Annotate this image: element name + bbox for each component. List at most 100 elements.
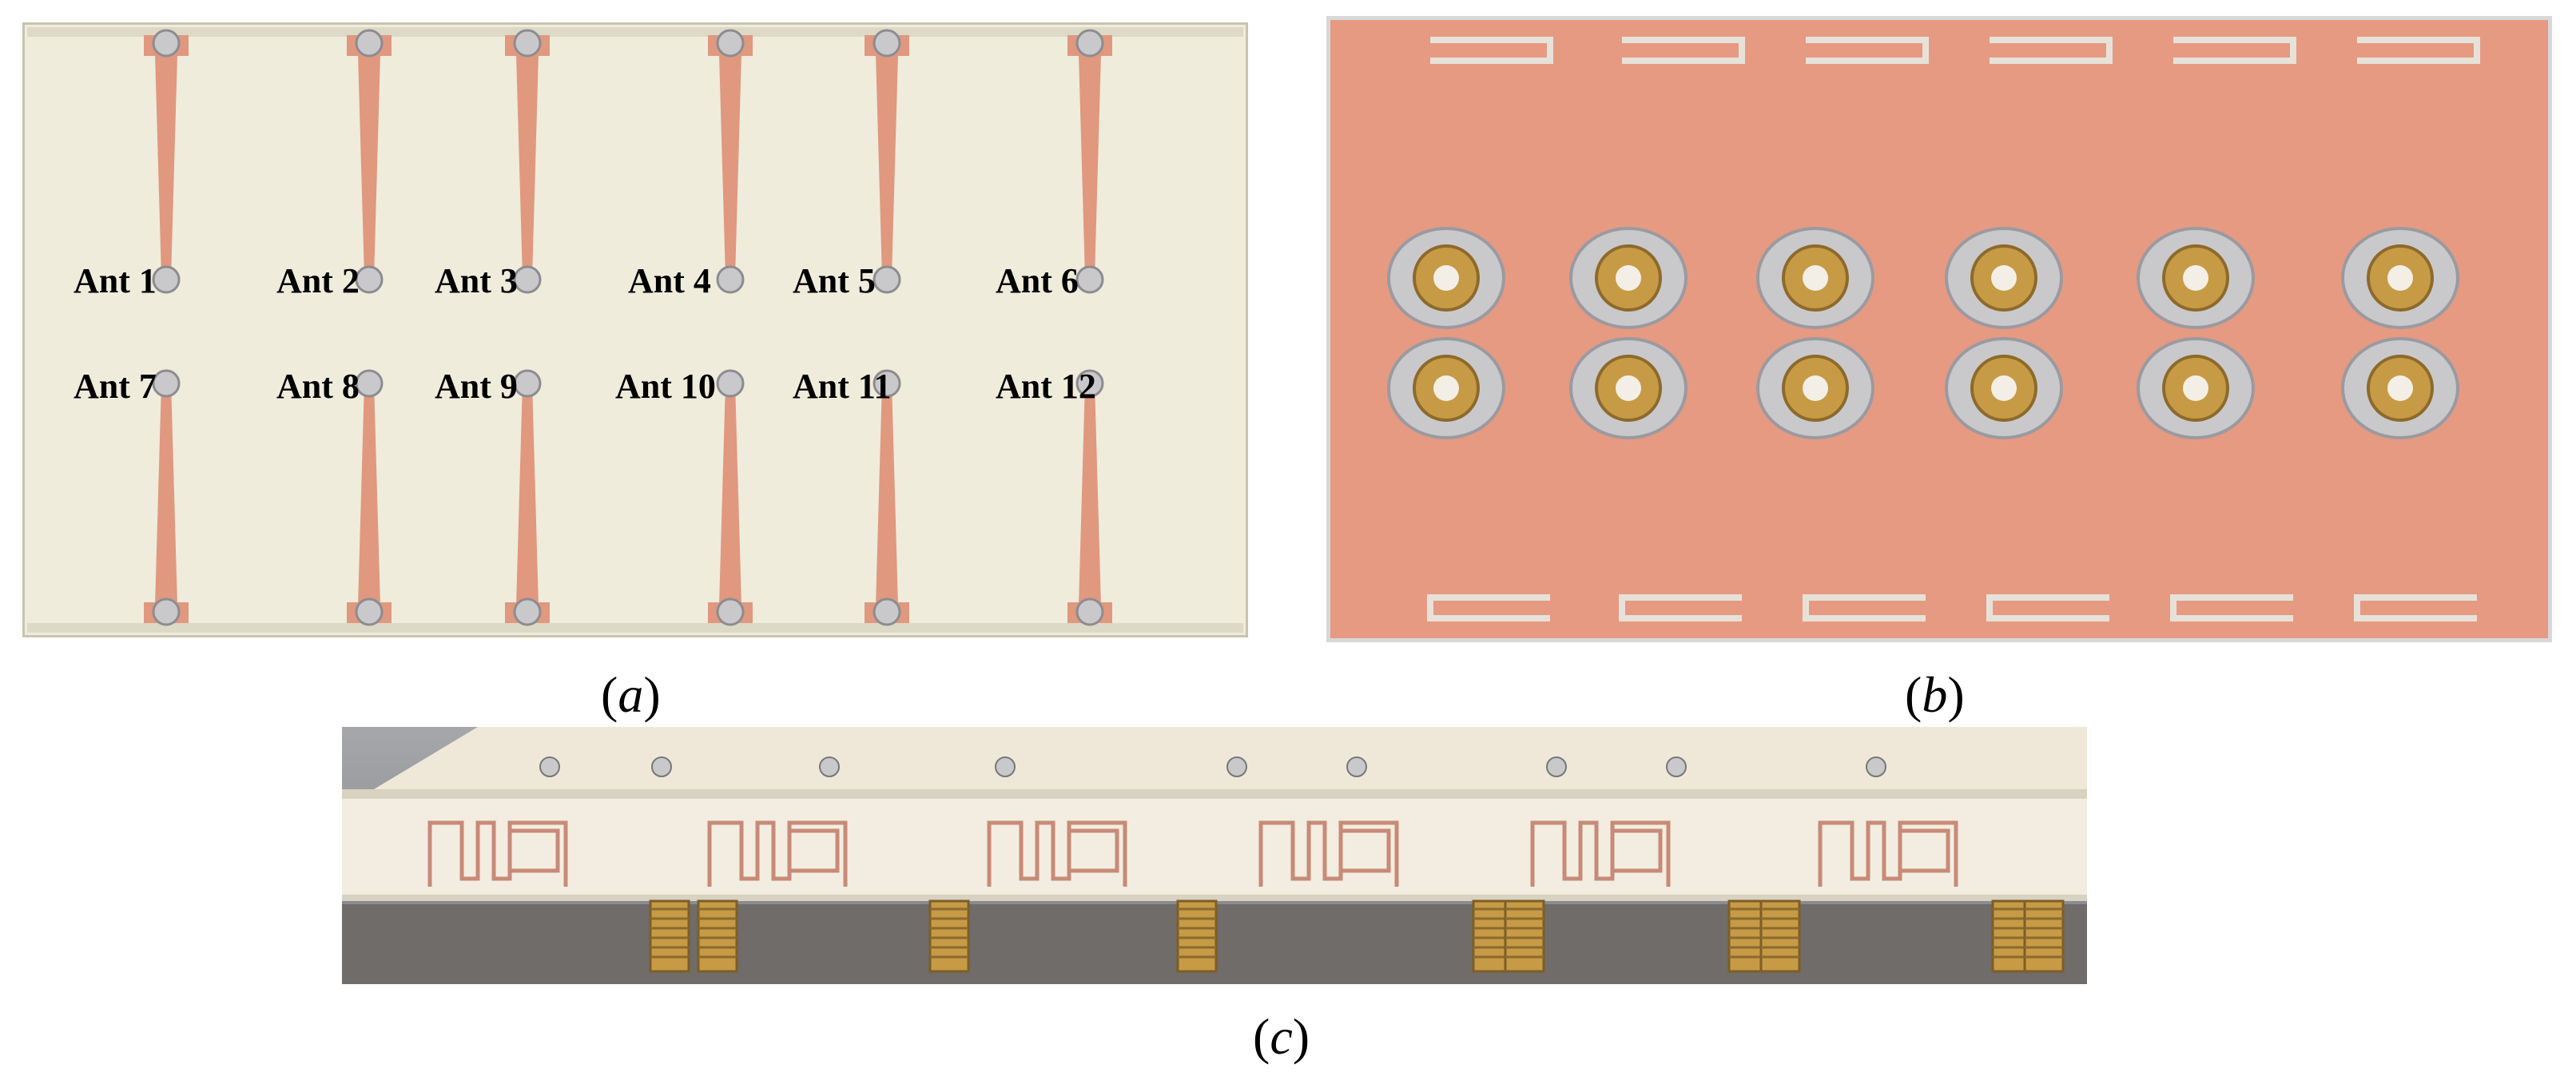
solder-joint xyxy=(1546,756,1567,777)
meander-trace xyxy=(707,820,848,887)
solder-joint xyxy=(1075,598,1104,626)
tapered-trace xyxy=(358,382,380,605)
solder-joint xyxy=(1075,369,1104,398)
meander-trace xyxy=(1530,820,1671,887)
slot-element xyxy=(2357,37,2480,64)
tapered-trace xyxy=(719,54,741,278)
sma-connectors xyxy=(1387,227,2459,439)
caption-b: (b) xyxy=(1905,666,1965,723)
connector-pin xyxy=(2183,265,2208,291)
solder-joint xyxy=(355,265,384,294)
solder-joint xyxy=(355,598,384,626)
solder-joint xyxy=(513,29,542,58)
slot-element xyxy=(1619,594,1742,621)
antenna-label: Ant 9 xyxy=(435,367,518,406)
solder-joint xyxy=(651,756,672,777)
connector-thread xyxy=(928,899,970,973)
connector-pin xyxy=(1616,265,1641,291)
solder-joint xyxy=(152,598,181,626)
solder-joint xyxy=(716,29,745,58)
meander-traces xyxy=(427,756,1958,887)
antenna-label: Ant 2 xyxy=(276,261,360,300)
meander-trace xyxy=(787,828,840,873)
antenna-label: Ant 11 xyxy=(793,367,891,406)
solder-joint xyxy=(513,369,542,398)
connector-pin xyxy=(1433,265,1459,291)
connector-thread xyxy=(1504,899,1545,973)
panel-b-photo xyxy=(1326,16,2552,642)
meander-trace xyxy=(1067,828,1119,873)
connector-threads xyxy=(649,899,2065,973)
antenna-labels: Ant 1 Ant 7 Ant 2 Ant 8 Ant 3 Ant 9 Ant 4 Ant 1… xyxy=(74,261,1096,406)
antenna-traces xyxy=(144,29,1112,626)
connector-pin xyxy=(1803,375,1828,401)
solder-joint xyxy=(355,369,384,398)
tapered-trace xyxy=(516,54,539,278)
tapered-trace xyxy=(876,382,898,605)
antenna-label: Ant 12 xyxy=(996,367,1096,406)
caption-c: (c) xyxy=(1253,1008,1310,1065)
meander-trace xyxy=(1338,828,1391,873)
solder-joint xyxy=(152,369,181,398)
slot-element xyxy=(2173,37,2296,64)
antenna-label: Ant 1 xyxy=(74,261,157,300)
antenna-label: Ant 6 xyxy=(996,261,1079,300)
solder-joint xyxy=(716,598,745,626)
connector-thread xyxy=(1759,899,1801,973)
antenna-label: Ant 8 xyxy=(276,367,360,406)
slot-element xyxy=(1430,37,1553,64)
slot-element xyxy=(1806,37,1929,64)
solder-joint xyxy=(1075,29,1104,58)
panel-c-photo xyxy=(342,727,2087,984)
antenna-label: Ant 4 xyxy=(628,261,711,300)
solder-joint xyxy=(152,265,181,294)
meander-trace xyxy=(1610,828,1663,873)
solder-joint xyxy=(873,29,901,58)
tapered-trace xyxy=(358,54,380,278)
tapered-trace xyxy=(155,382,177,605)
solder-joint xyxy=(1666,756,1687,777)
slot-element xyxy=(1622,37,1745,64)
solder-joint xyxy=(513,265,542,294)
antenna-label: Ant 7 xyxy=(74,367,157,406)
tapered-trace xyxy=(719,382,741,605)
connector-pin xyxy=(1433,375,1459,401)
tapered-trace xyxy=(155,54,177,278)
tapered-trace xyxy=(1079,382,1101,605)
connector-pin xyxy=(1991,265,2017,291)
meander-trace xyxy=(1898,828,1950,873)
ground-slots xyxy=(1427,37,2480,621)
solder-joint xyxy=(819,756,840,777)
meander-trace xyxy=(1258,820,1399,887)
solder-joint xyxy=(716,265,745,294)
slot-element xyxy=(1427,594,1550,621)
tapered-trace xyxy=(1079,54,1101,278)
slot-element xyxy=(2170,594,2293,621)
solder-joint xyxy=(716,369,745,398)
tapered-trace xyxy=(876,54,898,278)
solder-joint xyxy=(873,265,901,294)
antenna-label: Ant 5 xyxy=(793,261,876,300)
connector-thread xyxy=(649,899,690,973)
antenna-label: Ant 3 xyxy=(435,261,518,300)
solder-joint xyxy=(1866,756,1886,777)
solder-joint xyxy=(355,29,384,58)
slot-element xyxy=(1803,594,1926,621)
connector-pin xyxy=(1616,375,1641,401)
solder-joint xyxy=(873,598,901,626)
antenna-label: Ant 10 xyxy=(615,367,716,406)
meander-trace xyxy=(987,820,1127,887)
solder-joint xyxy=(1075,265,1104,294)
connector-pin xyxy=(1991,375,2017,401)
meander-trace xyxy=(507,828,560,873)
meander-trace xyxy=(1818,820,1958,887)
solder-joint xyxy=(513,598,542,626)
slot-element xyxy=(1990,37,2113,64)
slot-element xyxy=(1986,594,2109,621)
tapered-trace xyxy=(516,382,539,605)
connector-thread xyxy=(1176,899,1218,973)
meander-trace xyxy=(427,820,568,887)
solder-joint xyxy=(873,369,901,398)
connector-thread xyxy=(2023,899,2065,973)
connector-pin xyxy=(2387,375,2413,401)
